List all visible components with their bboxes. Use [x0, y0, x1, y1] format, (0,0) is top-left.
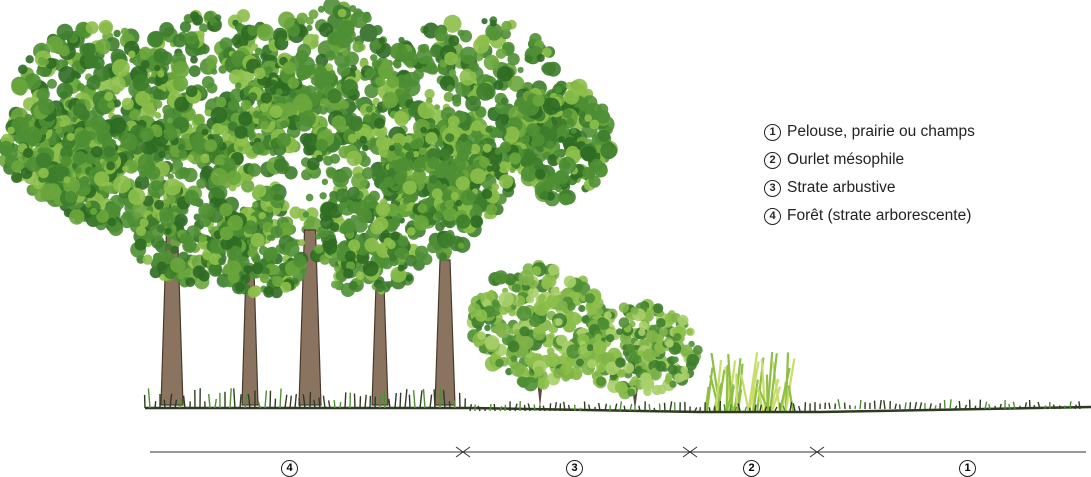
forest-canopy	[0, 0, 618, 236]
legend-number-2: 2	[764, 152, 781, 169]
ground-baseline	[145, 407, 1091, 412]
zone-label-2: 2	[743, 458, 761, 476]
tree-trunk-5	[435, 260, 455, 405]
legend-text-4: Forêt (strate arborescente)	[787, 207, 971, 225]
canopy-mass-5	[503, 79, 618, 207]
legend-text-1: Pelouse, prairie ou champs	[787, 123, 975, 141]
legend-number-1: 1	[764, 124, 781, 141]
legend-item-3: 3 Strate arbustive	[764, 174, 975, 202]
legend: 1 Pelouse, prairie ou champs 2 Ourlet mé…	[764, 118, 975, 230]
zone-label-1: 1	[959, 458, 977, 476]
legend-number-3: 3	[764, 180, 781, 197]
zone-number-3: 3	[566, 460, 583, 477]
legend-item-1: 1 Pelouse, prairie ou champs	[764, 118, 975, 146]
zone-dimension-lines	[150, 447, 1086, 457]
legend-item-2: 2 Ourlet mésophile	[764, 146, 975, 174]
legend-item-4: 4 Forêt (strate arborescente)	[764, 202, 975, 230]
zone-number-2: 2	[743, 460, 760, 477]
herb-fringe	[705, 352, 794, 412]
legend-number-4: 4	[764, 208, 781, 225]
zone-label-4: 4	[281, 458, 299, 476]
legend-text-2: Ourlet mésophile	[787, 151, 904, 169]
zone-number-4: 4	[281, 460, 298, 477]
legend-text-3: Strate arbustive	[787, 179, 896, 197]
tree-trunk-4	[372, 285, 388, 405]
zone-label-3: 3	[566, 458, 584, 476]
shrub-layer	[467, 260, 703, 410]
zone-number-1: 1	[959, 460, 976, 477]
